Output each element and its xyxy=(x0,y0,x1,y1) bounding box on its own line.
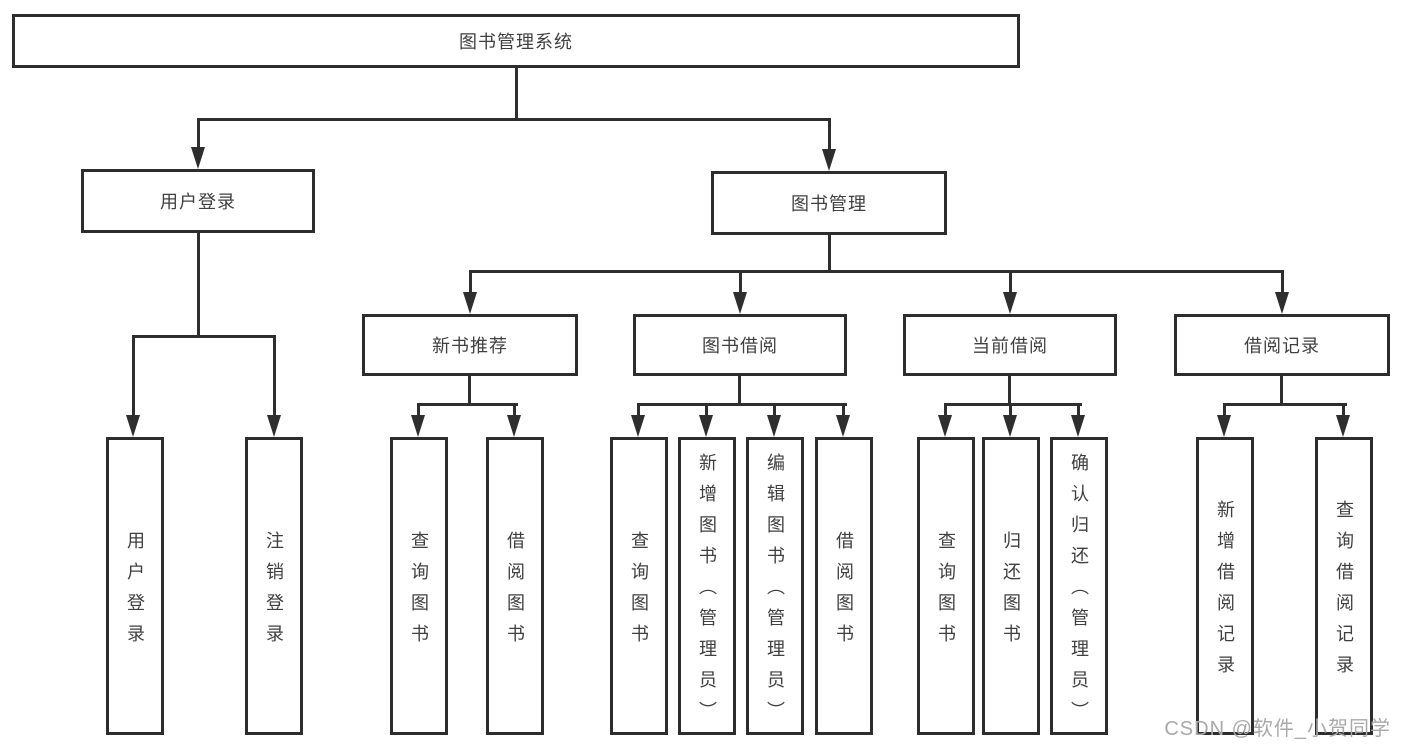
arrowhead-icon xyxy=(938,415,952,437)
arrowhead-icon xyxy=(733,292,747,314)
node-borrow-books-recommend-label: 借阅图书 xyxy=(505,530,525,655)
connector-new-book-stub xyxy=(468,376,471,406)
arrowhead-icon xyxy=(191,147,205,169)
node-user-login-leaf: 用户登录 xyxy=(106,437,164,735)
node-borrow-records-label: 借阅记录 xyxy=(1244,336,1320,356)
node-current-borrow-label: 当前借阅 xyxy=(972,336,1048,356)
arrowhead-icon xyxy=(126,415,140,437)
connector-drop-book-borrow xyxy=(739,270,742,292)
arrowhead-icon xyxy=(1336,415,1350,437)
node-confirm-return-admin: 确认归还（管理员） xyxy=(1050,437,1108,735)
connector-level1-rail xyxy=(197,118,831,121)
connector-book-management-stub xyxy=(828,235,831,273)
node-book-management-label: 图书管理 xyxy=(791,194,867,214)
arrowhead-icon xyxy=(1003,415,1017,437)
arrowhead-icon xyxy=(767,415,781,437)
node-edit-books-admin-label: 编辑图书（管理员） xyxy=(765,453,785,732)
connector-drop xyxy=(1077,403,1080,415)
arrowhead-icon xyxy=(267,415,281,437)
connector-user-login-rail xyxy=(132,335,276,338)
arrowhead-icon xyxy=(1003,292,1017,314)
node-borrow-records: 借阅记录 xyxy=(1174,314,1390,376)
arrowhead-icon xyxy=(463,292,477,314)
node-query-books-borrow: 查询图书 xyxy=(610,437,668,735)
connector-current-borrow-stub xyxy=(1008,376,1011,406)
node-query-books-recommend-label: 查询图书 xyxy=(409,530,429,655)
node-add-borrow-record-label: 新增借阅记录 xyxy=(1215,499,1235,686)
connector-drop xyxy=(637,403,640,415)
node-book-management: 图书管理 xyxy=(711,171,947,235)
connector-drop xyxy=(842,403,845,415)
arrowhead-icon xyxy=(1275,292,1289,314)
connector-book-borrow-rail xyxy=(637,403,847,406)
connector-drop-user-login-leaf xyxy=(132,335,135,415)
connector-drop xyxy=(944,403,947,415)
connector-drop-user-login xyxy=(197,118,200,149)
node-book-borrow: 图书借阅 xyxy=(633,314,847,376)
node-logout-label: 注销登录 xyxy=(264,530,284,655)
connector-drop xyxy=(1009,403,1012,415)
node-user-login-label: 用户登录 xyxy=(160,192,236,212)
node-query-borrow-record: 查询借阅记录 xyxy=(1315,437,1373,735)
connector-drop-borrow-records xyxy=(1281,270,1284,292)
arrowhead-icon xyxy=(631,415,645,437)
watermark: CSDN @软件_小贺同学 xyxy=(1164,718,1391,740)
connector-user-login-stub xyxy=(197,233,200,337)
node-root-label: 图书管理系统 xyxy=(459,32,573,52)
connector-drop xyxy=(417,403,420,415)
connector-borrow-records-stub xyxy=(1280,376,1283,406)
node-user-login: 用户登录 xyxy=(81,169,315,233)
connector-drop xyxy=(773,403,776,415)
connector-borrow-records-rail xyxy=(1223,403,1347,406)
connector-drop xyxy=(1223,403,1226,415)
node-borrow-books: 借阅图书 xyxy=(815,437,873,735)
node-confirm-return-admin-label: 确认归还（管理员） xyxy=(1069,453,1089,732)
connector-drop-current-borrow xyxy=(1009,270,1012,292)
node-current-borrow: 当前借阅 xyxy=(903,314,1117,376)
node-new-book-recommend-label: 新书推荐 xyxy=(432,336,508,356)
arrowhead-icon xyxy=(1217,415,1231,437)
arrowhead-icon xyxy=(836,415,850,437)
node-query-books-current: 查询图书 xyxy=(917,437,975,735)
connector-drop xyxy=(705,403,708,415)
node-add-books-admin-label: 新增图书（管理员） xyxy=(697,453,717,732)
connector-drop-book-management xyxy=(828,118,831,150)
node-root: 图书管理系统 xyxy=(12,14,1020,68)
node-query-borrow-record-label: 查询借阅记录 xyxy=(1334,499,1354,686)
connector-drop-new-book xyxy=(469,270,472,292)
node-return-books-label: 归还图书 xyxy=(1001,530,1021,655)
node-user-login-leaf-label: 用户登录 xyxy=(125,530,145,655)
connector-drop-logout xyxy=(273,335,276,415)
connector-level2-rail xyxy=(469,270,1284,273)
node-add-books-admin: 新增图书（管理员） xyxy=(678,437,736,735)
node-book-borrow-label: 图书借阅 xyxy=(702,336,778,356)
arrowhead-icon xyxy=(1071,415,1085,437)
arrowhead-icon xyxy=(699,415,713,437)
node-borrow-books-label: 借阅图书 xyxy=(834,530,854,655)
connector-root-stub xyxy=(515,68,518,120)
connector-drop xyxy=(513,403,516,415)
connector-current-borrow-rail xyxy=(944,403,1082,406)
node-return-books: 归还图书 xyxy=(982,437,1040,735)
node-logout: 注销登录 xyxy=(245,437,303,735)
node-add-borrow-record: 新增借阅记录 xyxy=(1196,437,1254,735)
node-borrow-books-recommend: 借阅图书 xyxy=(486,437,544,735)
node-edit-books-admin: 编辑图书（管理员） xyxy=(746,437,804,735)
connector-book-borrow-stub xyxy=(738,376,741,406)
arrowhead-icon xyxy=(411,415,425,437)
node-new-book-recommend: 新书推荐 xyxy=(362,314,578,376)
arrowhead-icon xyxy=(822,149,836,171)
connector-drop xyxy=(1342,403,1345,415)
node-query-books-borrow-label: 查询图书 xyxy=(629,530,649,655)
node-query-books-current-label: 查询图书 xyxy=(936,530,956,655)
node-query-books-recommend: 查询图书 xyxy=(390,437,448,735)
connector-new-book-rail xyxy=(417,403,518,406)
arrowhead-icon xyxy=(507,415,521,437)
